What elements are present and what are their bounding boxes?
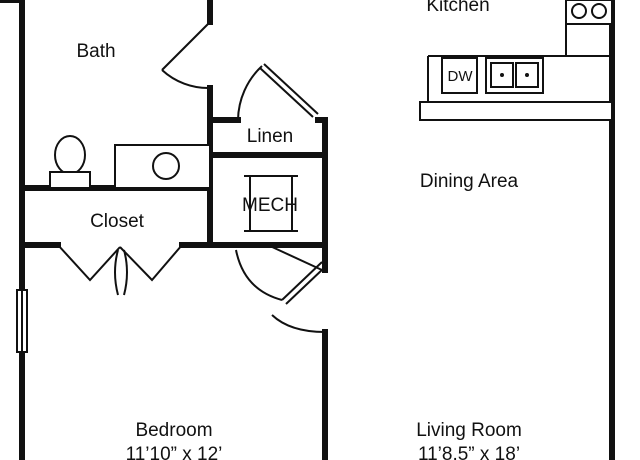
dining-area-label: Dining Area [420, 171, 519, 192]
living-room-label: Living Room [416, 420, 522, 441]
bath-door [161, 21, 211, 90]
bedroom-window [16, 289, 28, 353]
living-room-dimensions: 11’8.5” x 18’ [418, 444, 520, 460]
toilet [49, 135, 91, 189]
tub-sink [114, 144, 211, 189]
kitchen-label: Kitchen [426, 0, 489, 16]
linen-door [237, 63, 319, 121]
bedroom-dimensions: 11’10” x 12’ [126, 444, 223, 460]
dishwasher-label: DW [448, 68, 474, 85]
bath-label: Bath [76, 41, 115, 62]
bedroom-label: Bedroom [135, 420, 212, 441]
dishwasher [441, 57, 478, 94]
mech-label: MECH [242, 195, 298, 216]
linen-label: Linen [247, 126, 294, 147]
kitchen-sink [485, 57, 544, 94]
mech-unit [244, 175, 298, 232]
closet-label: Closet [90, 211, 145, 232]
stove [565, 0, 613, 25]
kitchen-counter [419, 0, 613, 121]
bedroom-door [235, 245, 326, 333]
closet-doors [57, 244, 183, 296]
